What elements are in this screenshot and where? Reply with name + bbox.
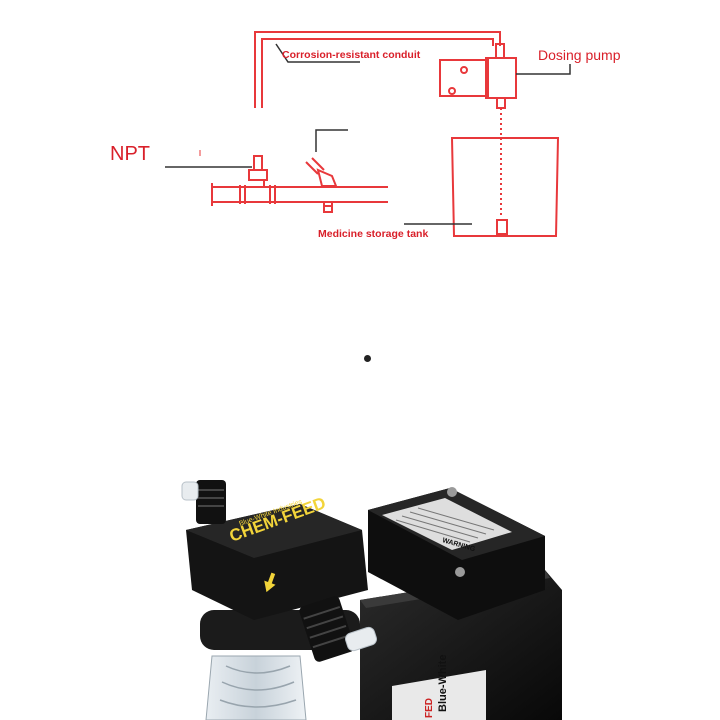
injection-fitting [305,157,338,213]
dosing-pump-symbol [439,43,517,109]
side-label: Blue-White FED [392,655,486,720]
conduit-leader [275,43,360,63]
warning-label: WARNING [382,498,512,553]
control-box: WARNING [368,487,545,620]
npt-label: NPT [110,143,150,165]
speck [364,355,371,362]
tank-label: Medicine storage tank [318,228,428,240]
main-pipeline [211,183,388,206]
pump-leader [516,64,571,75]
npt-fitting [248,155,268,187]
pump-head: CHEM-FEED Blue-White Industries [186,493,368,650]
box-screw-icon [455,567,465,577]
conduit-label: Corrosion-resistant conduit [282,49,421,61]
dosing-pump-label: Dosing pump [538,47,621,63]
side-label-brand: Blue-White [437,655,449,712]
flow-arrow-icon [264,572,276,593]
box-screw-icon [447,487,457,497]
fitting-leader [315,129,348,152]
side-label-fed: FED [424,698,435,718]
discharge-valve [181,480,226,524]
suction-valve [299,596,377,662]
dosing-pump-photo: Blue-White FED WARNING CHEM-FEED Blue-Wh… [181,480,562,720]
medicine-storage-tank-symbol [450,137,560,237]
corrosion-resistant-conduit [254,31,501,108]
clear-housing [205,655,307,720]
installation-diagram: Corrosion-resistant conduit Dosing pump … [110,31,621,240]
